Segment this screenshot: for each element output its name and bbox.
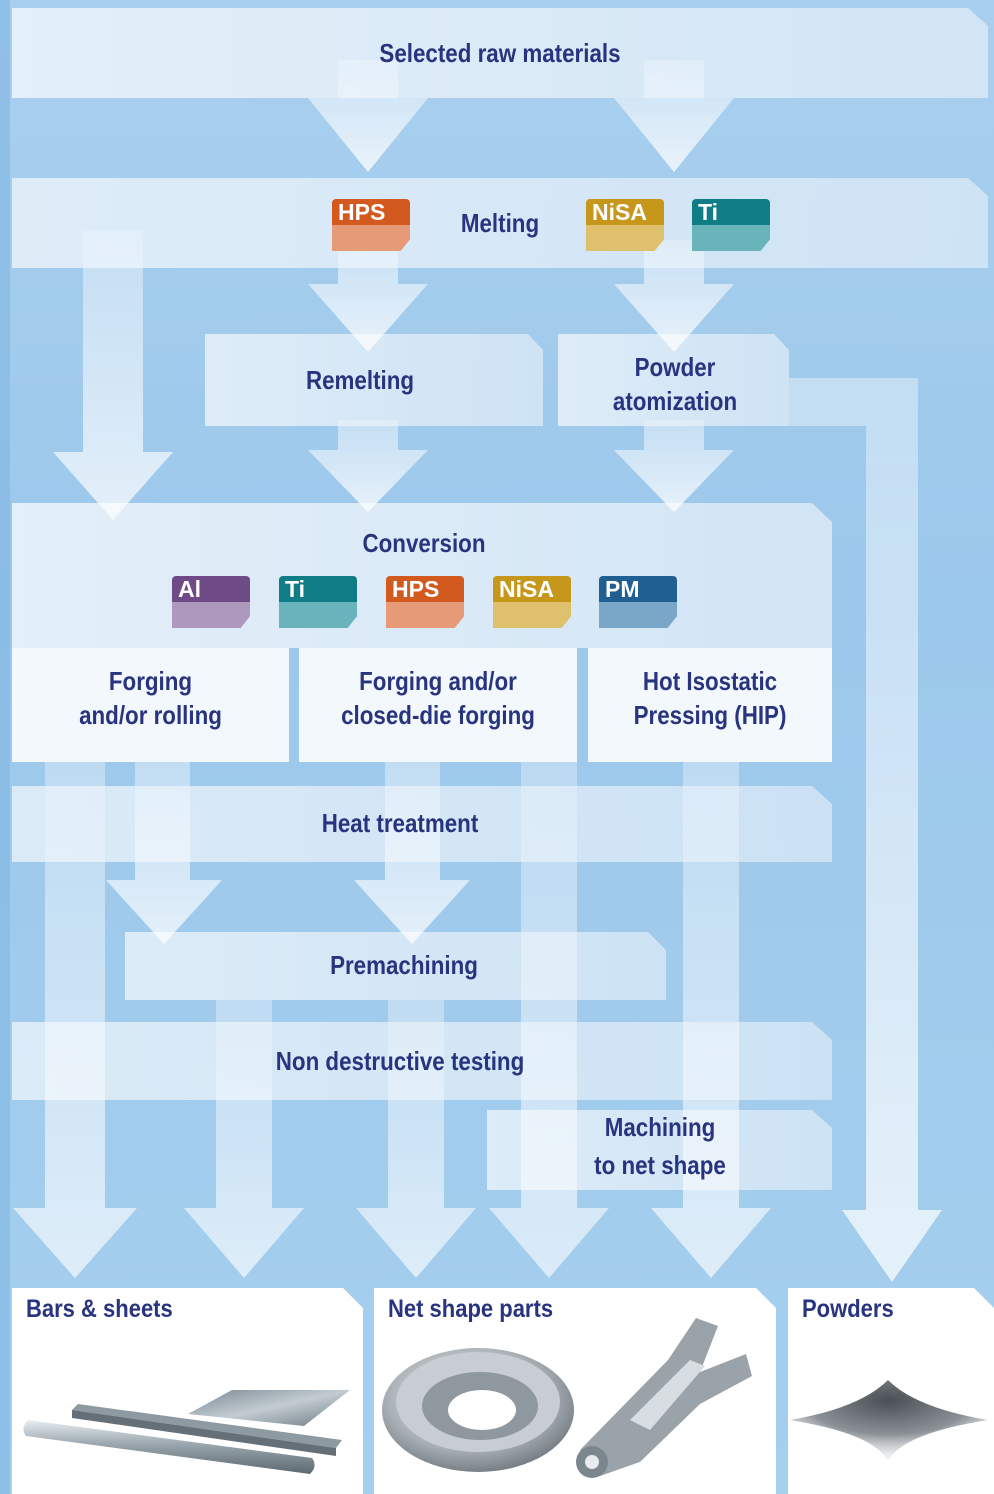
badge-conversion-ti: Ti xyxy=(279,576,357,628)
badge-lower xyxy=(279,602,357,628)
step-heat-treatment: Heat treatment xyxy=(321,808,479,838)
arrow-powder-to-powders xyxy=(789,378,942,1282)
badge-lower xyxy=(332,225,410,251)
arrow-to-netshape-3 xyxy=(651,762,771,1278)
badge-lower xyxy=(586,225,664,251)
arrow-melting-to-remelting xyxy=(308,240,428,352)
arrow-forging-to-premachining xyxy=(106,762,222,944)
badge-label: Ti xyxy=(692,199,770,225)
bars-sheets-image xyxy=(23,1390,350,1474)
badge-lower xyxy=(172,602,250,628)
output-powders: Powders xyxy=(802,1295,894,1323)
step-melting: Melting xyxy=(460,208,540,238)
arrow-to-netshape-1 xyxy=(356,1000,476,1278)
arrow-to-netshape-2 xyxy=(489,762,609,1278)
step-hip-line2: Pressing (HIP) xyxy=(633,700,787,730)
badge-label: NiSA xyxy=(586,199,664,225)
ring-hole xyxy=(448,1390,516,1430)
step-closed-die-line2: closed-die forging xyxy=(341,700,535,730)
net-shape-image xyxy=(382,1318,752,1478)
band-remelting xyxy=(205,334,543,426)
step-powder-atomization-line1: Powder xyxy=(634,352,716,382)
round-rod-shape xyxy=(23,1420,315,1474)
badge-lower xyxy=(692,225,770,251)
badge-melting-hps: HPS xyxy=(332,199,410,251)
arrow-to-bars-2 xyxy=(184,1000,304,1278)
arrow-melting-to-powder xyxy=(614,240,734,352)
step-closed-die-line1: Forging and/or xyxy=(359,666,517,696)
output-bars-sheets: Bars & sheets xyxy=(26,1295,173,1323)
badge-label: HPS xyxy=(386,576,464,602)
square-bar-shape xyxy=(72,1404,342,1448)
bracket-highlight xyxy=(630,1360,705,1430)
step-machining-line2: to net shape xyxy=(594,1150,726,1180)
sheet-shape xyxy=(188,1390,350,1426)
band-raw-materials xyxy=(12,8,988,98)
badge-lower xyxy=(599,602,677,628)
badge-label: Ti xyxy=(279,576,357,602)
badge-label: NiSA xyxy=(493,576,571,602)
left-edge-stripe xyxy=(0,0,10,1494)
arrow-remelting-to-conversion xyxy=(308,420,428,512)
step-machining-line1: Machining xyxy=(604,1112,716,1142)
step-hip-line1: Hot Isostatic xyxy=(642,666,778,696)
badge-conversion-al: Al xyxy=(172,576,250,628)
badge-melting-nisa: NiSA xyxy=(586,199,664,251)
arrow-melting-to-conversion xyxy=(53,230,173,520)
badge-label: PM xyxy=(599,576,677,602)
step-powder-atomization-line2: atomization xyxy=(612,386,738,416)
badge-conversion-hps: HPS xyxy=(386,576,464,628)
badge-label: HPS xyxy=(332,199,410,225)
box-forging-rolling xyxy=(12,648,289,762)
step-forging-rolling-line2: and/or rolling xyxy=(79,700,222,730)
band-powder-atomization xyxy=(558,334,789,426)
arrow-to-bars-1 xyxy=(13,762,137,1278)
arrow-raw-to-melting-left xyxy=(308,60,428,172)
box-hip xyxy=(588,648,832,762)
flow-arrows xyxy=(13,60,942,1282)
step-conversion: Conversion xyxy=(362,528,486,558)
badge-label: Al xyxy=(172,576,250,602)
arrow-powder-to-conversion xyxy=(614,420,734,512)
step-forging-rolling-line1: Forging xyxy=(108,666,193,696)
box-closed-die xyxy=(299,648,577,762)
step-ndt: Non destructive testing xyxy=(275,1046,525,1076)
powders-image xyxy=(790,1380,988,1462)
badge-melting-ti: Ti xyxy=(692,199,770,251)
badge-conversion-nisa: NiSA xyxy=(493,576,571,628)
badge-lower xyxy=(493,602,571,628)
step-raw-materials: Selected raw materials xyxy=(379,38,621,68)
badge-lower xyxy=(386,602,464,628)
step-remelting: Remelting xyxy=(305,365,415,395)
powder-pile xyxy=(790,1380,988,1462)
square-bar-front xyxy=(72,1410,336,1456)
step-premachining: Premachining xyxy=(330,950,478,980)
badge-conversion-pm: PM xyxy=(599,576,677,628)
bracket-eye-hole xyxy=(585,1455,599,1469)
arrow-closeddie-to-premachining xyxy=(354,762,470,944)
output-net-shape-parts: Net shape parts xyxy=(388,1295,554,1323)
arrow-raw-to-melting-right xyxy=(614,60,734,172)
